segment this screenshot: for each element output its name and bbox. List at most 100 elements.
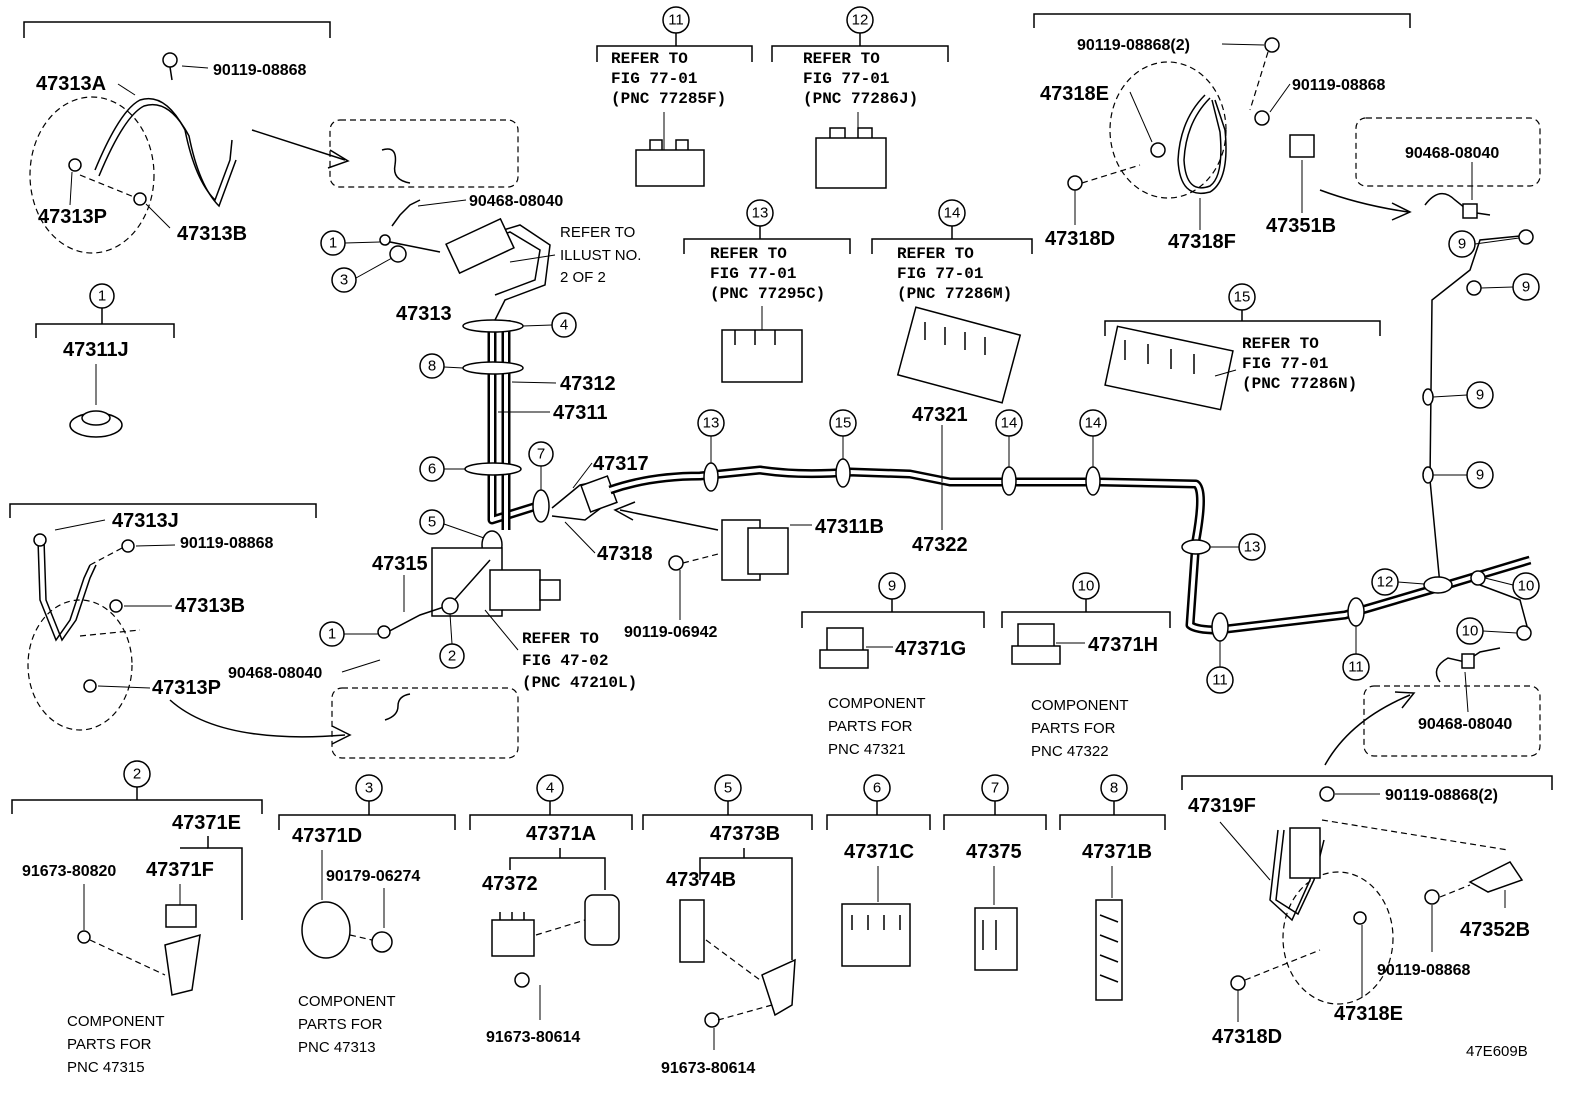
clamp-15-slots xyxy=(1124,340,1195,374)
pc-14a-text: 14 xyxy=(1001,415,1018,432)
dash-line xyxy=(705,939,761,981)
leader-line xyxy=(572,462,593,489)
label-47318D-b: 47318D xyxy=(1212,1026,1282,1048)
label-47371A: 47371A xyxy=(526,823,596,845)
callout-3 xyxy=(331,267,357,293)
callout-8-text: 8 xyxy=(428,358,436,375)
note-47322-l3: PNC 47322 xyxy=(1031,743,1109,760)
bolt-47318D-b xyxy=(1230,975,1246,991)
dash-line xyxy=(717,1004,773,1021)
bolt-90119-08868 xyxy=(121,539,135,553)
bracket-leader xyxy=(207,836,243,920)
r11-l3: (PNC 77285F) xyxy=(611,90,726,108)
callout-12-top-text: 12 xyxy=(852,12,869,29)
bracket-47352B xyxy=(1468,861,1524,893)
label-91673-80614-b: 91673-80614 xyxy=(661,1060,755,1077)
clip-slots xyxy=(982,920,997,950)
arrow-head xyxy=(1391,202,1412,221)
clamp-11-slots xyxy=(649,139,689,150)
hose-47318F-outline xyxy=(1183,97,1222,189)
group-bracket xyxy=(35,323,175,338)
leader-line xyxy=(511,381,557,384)
clamp-refs: 11 REFER TO FIG 77-01 (PNC 77285F) 12 RE… xyxy=(596,6,1381,411)
note-47315-l3: PNC 47315 xyxy=(67,1059,145,1076)
hose-47313A xyxy=(94,97,233,202)
clamp-13-slots xyxy=(734,330,776,345)
dash-line xyxy=(1439,884,1471,898)
brake-drum-outline xyxy=(1109,61,1227,199)
label-47315: 47315 xyxy=(372,553,428,575)
pc-15-text: 15 xyxy=(835,415,852,432)
callout-6-text: 6 xyxy=(428,461,436,478)
group-2: 2 47371E 91673-80820 47371F COMPONENT PA… xyxy=(11,760,263,1076)
note-47321-l3: PNC 47321 xyxy=(828,741,906,758)
clip-slots xyxy=(1099,914,1119,983)
pc-10a xyxy=(1512,572,1540,600)
leader-line xyxy=(117,83,136,96)
pipe-rear-right-2 xyxy=(1479,584,1529,631)
bolt-90119-08868-d xyxy=(1424,889,1440,905)
clip-slots xyxy=(499,912,525,920)
leader-line xyxy=(1269,83,1291,113)
clamp-7 xyxy=(532,489,550,523)
dash-line xyxy=(1249,51,1269,111)
hose-47318F xyxy=(1177,94,1227,194)
bracket xyxy=(801,611,985,628)
r11-l2: FIG 77-01 xyxy=(611,70,697,88)
note-47313-l1: COMPONENT xyxy=(298,993,396,1010)
callout-1-text: 1 xyxy=(98,288,106,305)
callout-10-group-text: 10 xyxy=(1078,578,1095,595)
label-90119-08868-c: 90119-08868 xyxy=(1292,77,1386,94)
label-47374B: 47374B xyxy=(666,869,736,891)
dash-line xyxy=(1321,819,1509,851)
label-47313P-b: 47313P xyxy=(152,677,221,699)
label-47371D: 47371D xyxy=(292,825,362,847)
detail-box xyxy=(1355,117,1541,187)
flow-arrow xyxy=(169,699,346,738)
bolt-shank xyxy=(169,66,173,81)
clamp-10-on-pipe xyxy=(1470,570,1486,586)
group-47318F: 90119-08868(2) 47318E 90119-08868 47318D… xyxy=(1033,13,1541,253)
label-47312: 47312 xyxy=(560,373,616,395)
clamp-11-icon xyxy=(635,149,705,187)
label-47321: 47321 xyxy=(912,404,968,426)
bolt-47318E-b xyxy=(1353,911,1367,925)
r14-l3: (PNC 77286M) xyxy=(897,285,1012,303)
bolt-47313P xyxy=(83,679,97,693)
pc-9d-text: 9 xyxy=(1476,467,1484,484)
callout-1a-text: 1 xyxy=(329,235,337,252)
bolt-91673-80820 xyxy=(77,930,91,944)
detail-box xyxy=(329,119,519,188)
clamp-11-on-pipe-b xyxy=(1347,597,1365,627)
callout-4-text: 4 xyxy=(560,317,568,334)
label-47318F: 47318F xyxy=(1168,231,1236,253)
group-9: 9 47371G COMPONENT PARTS FOR PNC 47321 xyxy=(801,572,985,758)
label-90119-08868-2b: 90119-08868(2) xyxy=(1385,787,1498,804)
leader-line xyxy=(1432,394,1468,398)
label-47371G: 47371G xyxy=(895,638,966,660)
callout-13-top-text: 13 xyxy=(752,205,769,222)
master-cylinder-end xyxy=(539,579,561,601)
callout-8-group-text: 8 xyxy=(1110,780,1118,797)
r14-l1: REFER TO xyxy=(897,245,974,263)
pipe-bend-top xyxy=(469,224,551,321)
detail-pipe xyxy=(381,148,411,184)
label-47318E-b: 47318E xyxy=(1334,1003,1403,1025)
refer-illust-line1: REFER TO xyxy=(560,224,635,241)
leader-line xyxy=(1219,821,1271,881)
leader-line xyxy=(509,254,556,263)
r12-l3: (PNC 77286J) xyxy=(803,90,918,108)
pipe-rear-right xyxy=(1429,234,1531,586)
detail-box xyxy=(331,687,519,759)
r13-l3: (PNC 77295C) xyxy=(710,285,825,303)
leader-line xyxy=(145,203,171,229)
label-47319F: 47319F xyxy=(1188,795,1256,817)
refer-illust-line3: 2 OF 2 xyxy=(560,269,606,286)
leader-line xyxy=(69,171,73,206)
bolt-90119-08868 xyxy=(1254,110,1270,126)
leader-line xyxy=(443,523,485,539)
short-pipe xyxy=(391,199,421,227)
label-47318D: 47318D xyxy=(1045,228,1115,250)
bracket-leader xyxy=(699,857,793,960)
label-47313B-b: 47313B xyxy=(175,595,245,617)
